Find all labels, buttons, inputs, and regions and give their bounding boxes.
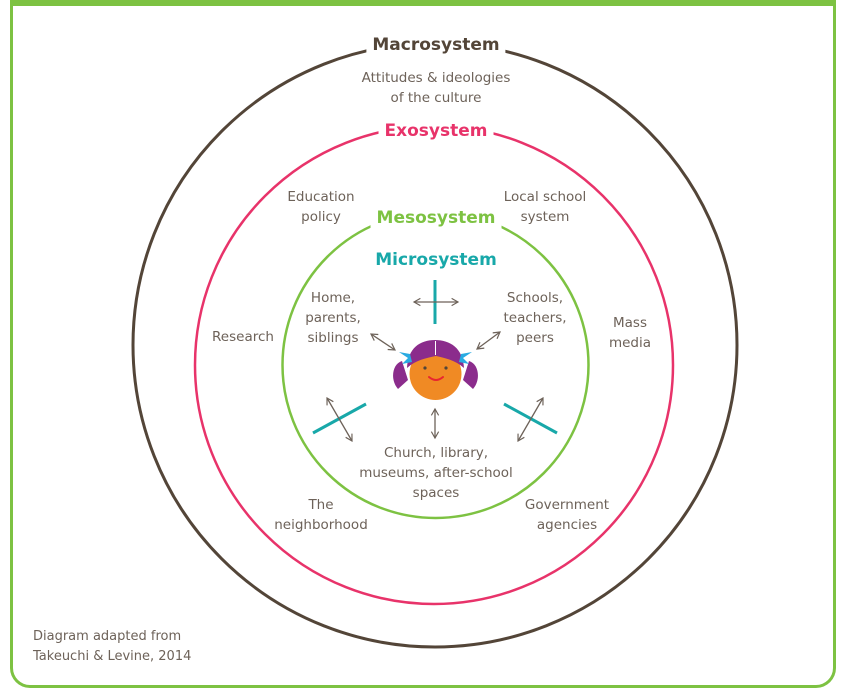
item-line: Research	[212, 329, 274, 345]
microsystem-title: Microsystem	[375, 250, 497, 270]
left-eye	[423, 366, 427, 370]
item-line: Mass	[613, 315, 647, 331]
item-line: museums, after-school	[359, 465, 513, 481]
item-line: The	[308, 497, 334, 513]
microsystem-item-home: Home, parents, siblings	[305, 288, 361, 348]
right-eye	[444, 366, 448, 370]
arrow-school-bidirectional	[476, 331, 501, 350]
item-line: peers	[516, 330, 554, 346]
item-line: Home,	[310, 290, 356, 306]
exosystem-item-neighborhood: The neighborhood	[274, 495, 368, 535]
microsystem-item-schools: Schools, teachers, peers	[503, 288, 566, 348]
macrosystem-title: Macrosystem	[366, 34, 506, 56]
credit-line1: Diagram adapted from	[33, 629, 182, 644]
credit-line2: Takeuchi & Levine, 2014	[33, 649, 192, 664]
macrosystem-description-line1: Attitudes & ideologies	[361, 70, 511, 86]
item-line: system	[520, 209, 570, 225]
item-line: media	[608, 335, 652, 351]
arrow-right-cross-bidirectional	[517, 396, 544, 443]
face	[409, 348, 462, 400]
arrow-left-cross-bidirectional	[326, 396, 353, 443]
mesosystem-title: Mesosystem	[370, 207, 502, 229]
item-line: Government	[524, 497, 610, 513]
item-line: siblings	[307, 330, 359, 346]
right-pigtail	[463, 361, 478, 389]
diagram-credit: Diagram adapted from Takeuchi & Levine, …	[33, 627, 191, 667]
macrosystem-description-line2: of the culture	[390, 90, 482, 106]
exosystem-item-government-agencies: Government agencies	[525, 495, 609, 535]
exosystem-item-research: Research	[212, 327, 274, 347]
microsystem-item-community: Church, library, museums, after-school s…	[359, 443, 513, 503]
item-line: spaces	[412, 485, 460, 501]
child-face-icon	[393, 340, 478, 400]
diagram-frame	[10, 0, 836, 688]
item-line: parents,	[305, 310, 361, 326]
exosystem-item-education-policy: Education policy	[287, 187, 354, 227]
item-line: policy	[301, 209, 341, 225]
left-pigtail	[393, 361, 408, 389]
exosystem-item-mass-media: Mass media	[609, 313, 651, 353]
item-line: Schools,	[506, 290, 564, 306]
arrow-home-bidirectional	[370, 333, 396, 351]
item-line: neighborhood	[274, 517, 368, 533]
item-line: Church, library,	[383, 445, 489, 461]
item-line: Local school	[503, 189, 587, 205]
exosystem-title: Exosystem	[378, 120, 494, 142]
smile	[428, 376, 444, 381]
item-line: agencies	[536, 517, 598, 533]
macrosystem-description: Attitudes & ideologies of the culture	[362, 68, 511, 108]
exosystem-item-local-school-system: Local school system	[504, 187, 587, 227]
item-line: Education	[287, 189, 355, 205]
right-bow	[459, 352, 472, 364]
left-bow	[399, 352, 412, 364]
item-line: teachers,	[503, 310, 567, 326]
